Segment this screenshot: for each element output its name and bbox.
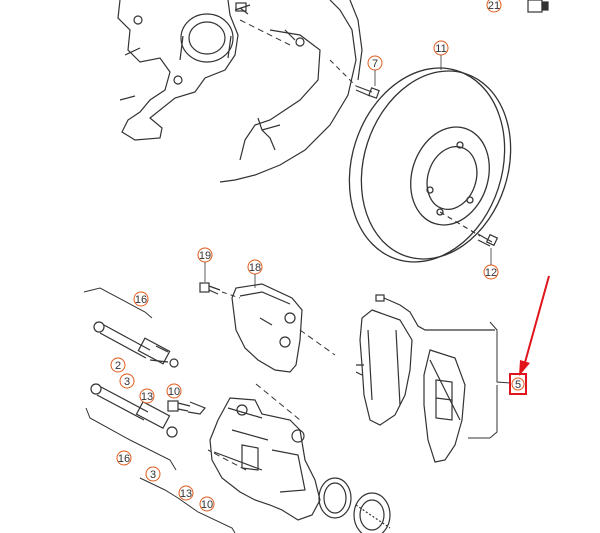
piston-seal-rings (318, 477, 391, 533)
guide-bracket-16-lower (85, 407, 177, 471)
svg-text:13: 13 (141, 391, 153, 403)
brake-disc (348, 67, 512, 263)
svg-text:13: 13 (180, 488, 192, 500)
callout-18: 18 (247, 259, 263, 288)
svg-text:10: 10 (168, 386, 180, 398)
disc-screw-12 (439, 211, 499, 247)
guide-pin-lower (90, 383, 178, 438)
svg-text:10: 10 (201, 499, 213, 511)
svg-text:5: 5 (515, 379, 521, 391)
callout-10-lower: 10 (199, 496, 215, 512)
bracket-5 (468, 321, 511, 439)
svg-text:21: 21 (488, 0, 500, 12)
callout-13-upper: 13 (139, 388, 155, 404)
bottom-bracket (139, 477, 236, 533)
svg-text:18: 18 (249, 262, 261, 274)
guide-bracket-16-upper (83, 287, 153, 319)
brake-pad-outer (355, 294, 495, 426)
callout-3-upper: 3 (119, 373, 135, 389)
callout-19: 19 (197, 247, 213, 282)
brake-caliper (209, 397, 321, 521)
bolt-7 (355, 85, 380, 99)
callout-11: 11 (433, 40, 449, 70)
svg-text:12: 12 (485, 267, 497, 279)
bleeder-screw (167, 400, 206, 415)
callout-2: 2 (110, 357, 126, 373)
part-21 (527, 0, 549, 13)
callout-16-lower: 16 (116, 450, 132, 466)
callout-21: 21 (486, 0, 502, 13)
svg-text:19: 19 (199, 250, 211, 262)
caliper-bracket-18 (231, 283, 303, 373)
svg-text:7: 7 (372, 58, 378, 70)
callout-3-lower: 3 (145, 466, 161, 482)
splash-shield (219, 0, 363, 183)
callout-13-lower: 13 (178, 485, 194, 501)
caliper-bracket-pin-19 (199, 282, 221, 295)
svg-text:3: 3 (124, 376, 130, 388)
steering-knuckle (117, 0, 251, 141)
callout-5-highlighted: 5 (509, 373, 527, 395)
svg-text:11: 11 (435, 43, 446, 55)
brake-pad-inner (423, 349, 466, 463)
svg-text:2: 2 (115, 360, 121, 372)
red-arrow-icon (519, 275, 550, 376)
callout-16-upper: 16 (133, 291, 149, 307)
callout-12: 12 (483, 248, 499, 280)
guide-pin-upper (93, 321, 179, 368)
callout-7: 7 (367, 55, 383, 86)
callout-10-upper: 10 (166, 383, 182, 399)
svg-text:16: 16 (135, 294, 147, 306)
svg-text:16: 16 (118, 453, 130, 465)
svg-text:3: 3 (150, 469, 156, 481)
